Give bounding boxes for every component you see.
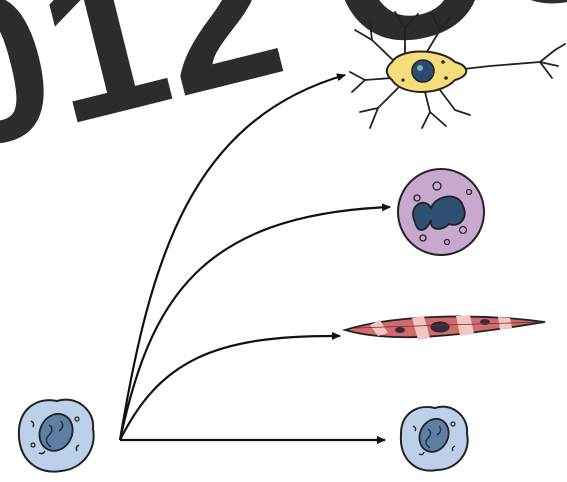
source-stem-cell [19, 400, 94, 472]
watermark-text: 012 CONT [0, 0, 567, 197]
neutrophil-cell [398, 169, 484, 255]
watermark: 012 CONT [0, 0, 567, 197]
arrow-to-neutrophil [120, 207, 390, 440]
arrow-to-muscle-cell [120, 336, 340, 440]
daughter-stem-cell [401, 407, 468, 471]
muscle-cell [345, 315, 545, 340]
